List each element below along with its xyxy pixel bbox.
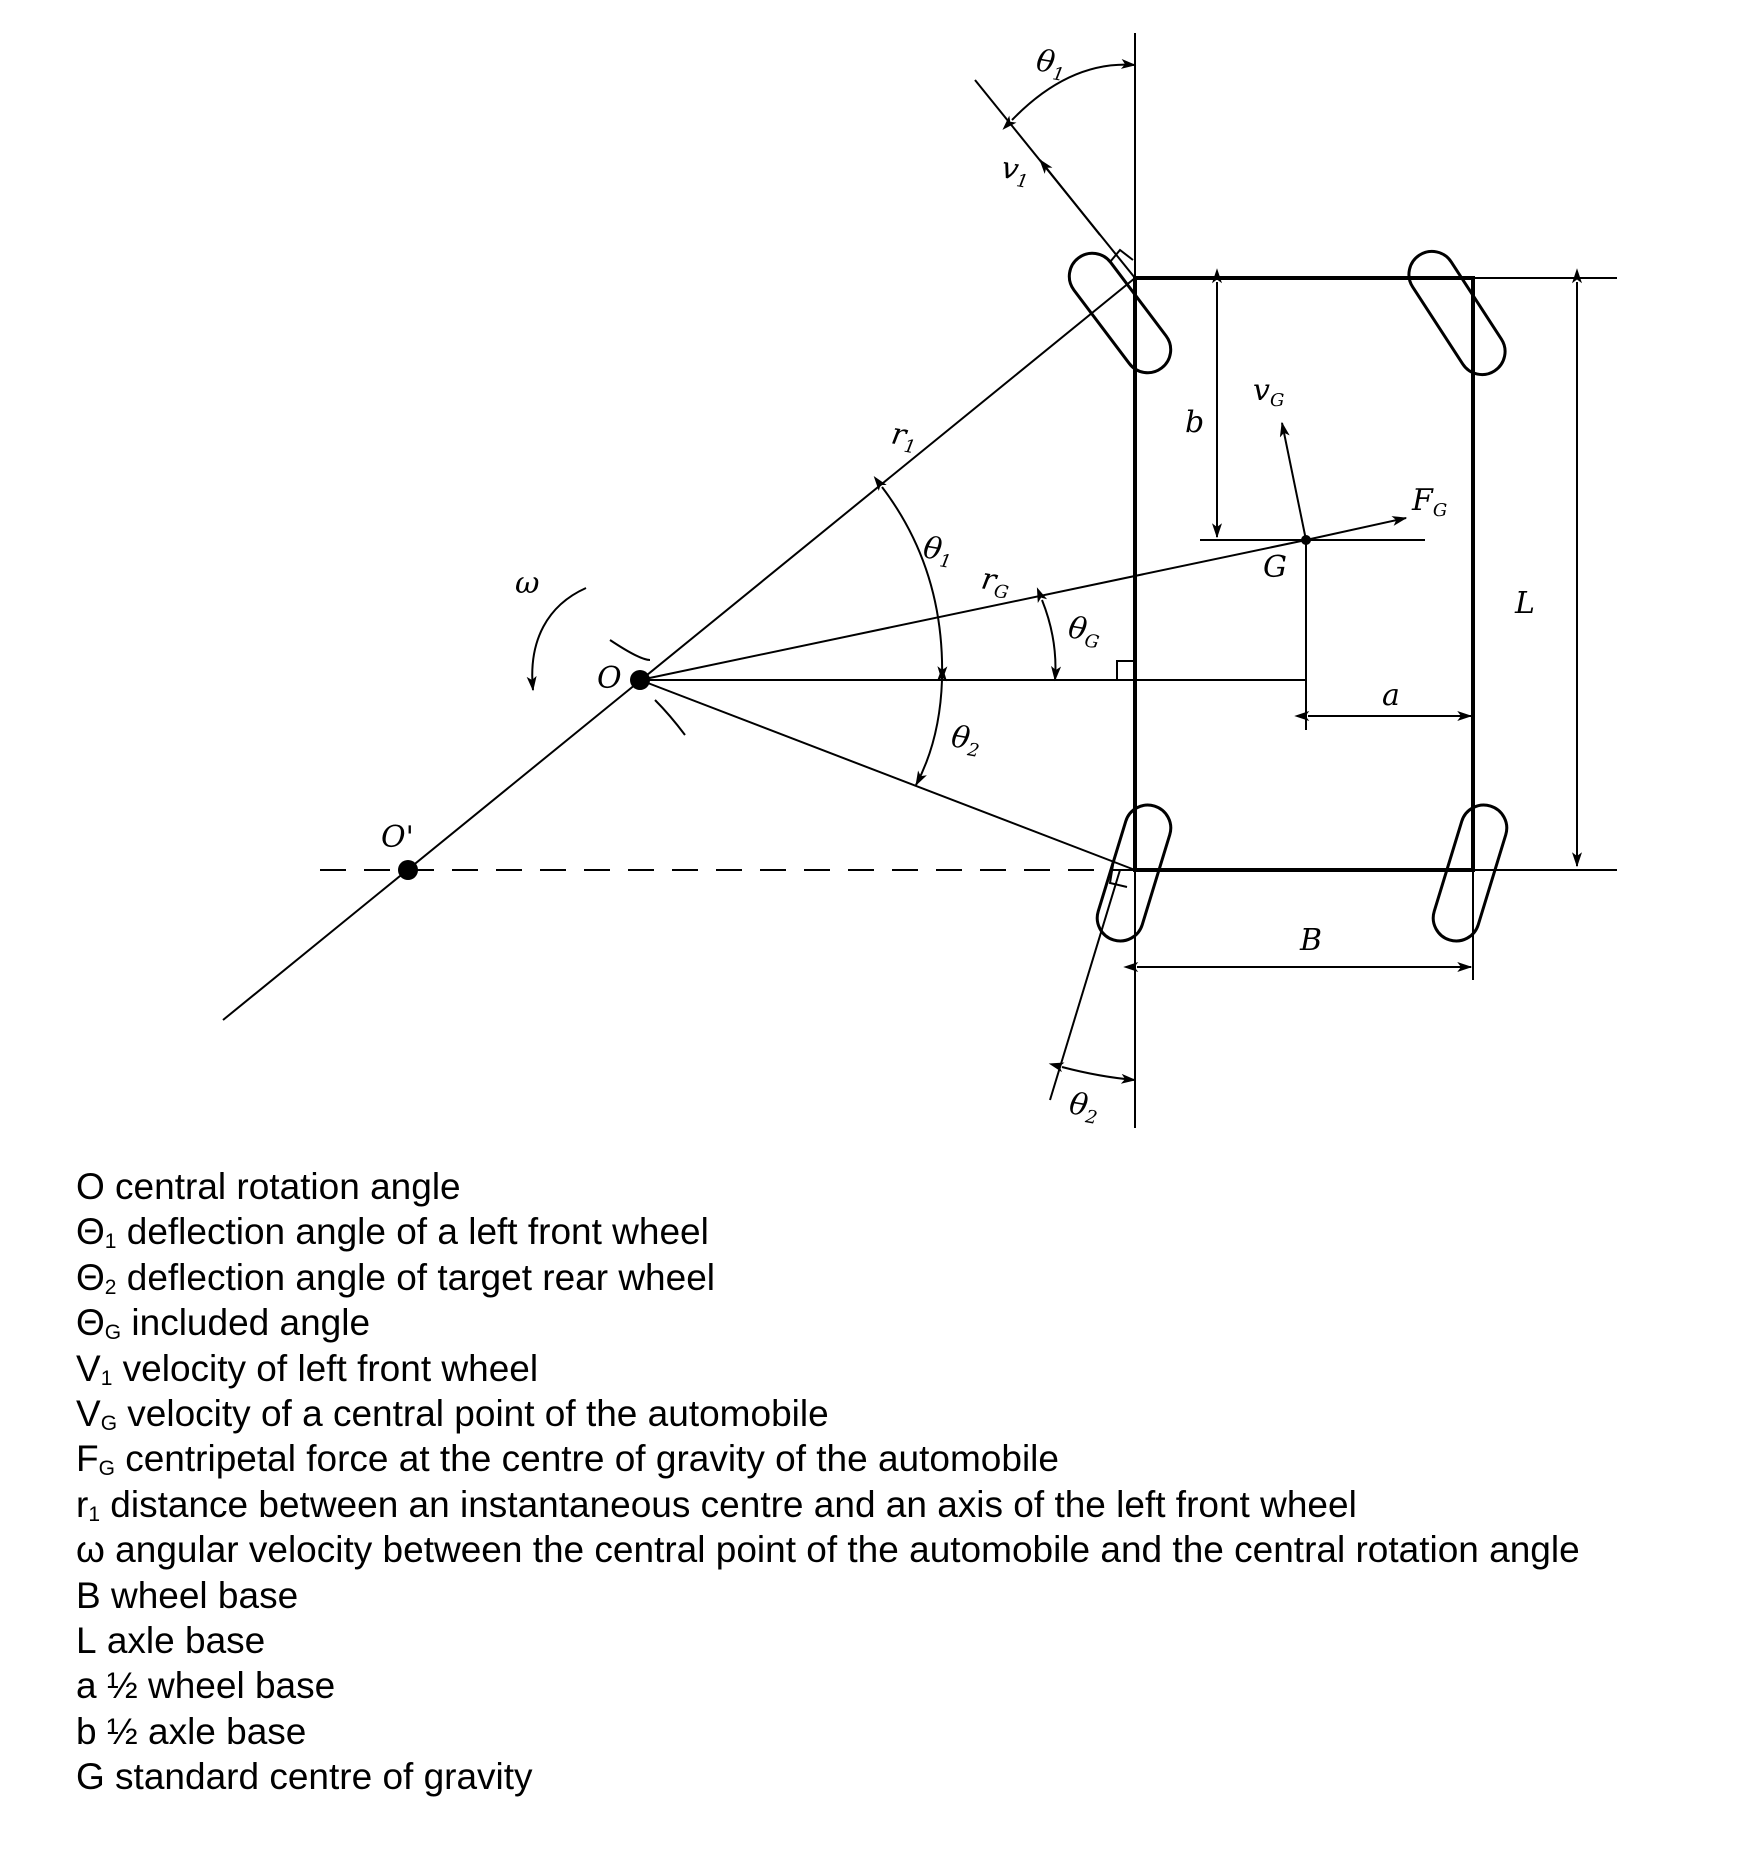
legend-symbol: FG xyxy=(76,1438,115,1479)
legend-symbol: G xyxy=(76,1756,105,1797)
legend-symbol: Θ1 xyxy=(76,1211,116,1252)
steering-geometry-diagram: θ1 v1 r1 θ1 rG θG ω O O' θ2 θ2 b vG FG G… xyxy=(0,0,1746,1150)
vehicle-body xyxy=(1135,278,1473,870)
legend-symbol: O xyxy=(76,1166,105,1207)
label-a: a xyxy=(1382,678,1400,713)
label-v1: v1 xyxy=(998,150,1033,192)
thetaG-arc xyxy=(1042,600,1055,680)
label-FG: FG xyxy=(1411,483,1447,521)
legend-item: Θ1 deflection angle of a left front whee… xyxy=(76,1209,1580,1254)
right-angle-mark-center xyxy=(1117,661,1135,680)
line-oprime-to-front-wheel xyxy=(223,278,1135,1020)
label-Oprime: O' xyxy=(381,820,414,855)
legend-item: a ½ wheel base xyxy=(76,1663,1580,1708)
legend-item: VG velocity of a central point of the au… xyxy=(76,1391,1580,1436)
wheel-front-left xyxy=(1060,244,1180,382)
legend-symbol: B xyxy=(76,1575,101,1616)
legend-item: ΘG included angle xyxy=(76,1300,1580,1345)
legend-symbol: ω xyxy=(76,1529,105,1570)
label-b: b xyxy=(1185,405,1204,440)
label-r1: r1 xyxy=(888,416,920,458)
legend-item: G standard centre of gravity xyxy=(76,1754,1580,1799)
legend-item: B wheel base xyxy=(76,1573,1580,1618)
label-L: L xyxy=(1514,586,1535,621)
legend-symbol: ΘG xyxy=(76,1302,121,1343)
label-theta2-mid: θ2 xyxy=(948,719,984,762)
legend-symbol: r1 xyxy=(76,1484,100,1525)
v1-arrow xyxy=(1040,160,1100,235)
legend-item: L axle base xyxy=(76,1618,1580,1663)
legend-symbol: a xyxy=(76,1665,97,1706)
legend-symbol: L xyxy=(76,1620,97,1661)
wheel-rear-right xyxy=(1428,799,1513,946)
legend-item: r1 distance between an instantaneous cen… xyxy=(76,1482,1580,1527)
rG-line xyxy=(640,540,1306,680)
label-omega: ω xyxy=(515,566,539,601)
theta1-top-arc xyxy=(1012,65,1135,120)
point-Oprime xyxy=(398,860,418,880)
label-rG: rG xyxy=(978,561,1013,603)
legend-symbol: VG xyxy=(76,1393,117,1434)
point-O xyxy=(630,670,650,690)
rear-wheel-velocity-line xyxy=(1050,870,1120,1100)
theta2-mid-arc xyxy=(916,680,942,785)
theta1-mid-arc xyxy=(882,487,942,680)
point-G xyxy=(1301,535,1311,545)
wheel-front-right xyxy=(1400,243,1514,384)
label-vG: vG xyxy=(1253,373,1284,411)
legend-symbol: Θ2 xyxy=(76,1257,116,1298)
label-B: B xyxy=(1299,923,1322,958)
line-O-to-rear-wheel xyxy=(640,680,1135,870)
legend-item: V1 velocity of left front wheel xyxy=(76,1346,1580,1391)
vG-arrow xyxy=(1282,423,1306,540)
FG-arrow xyxy=(1306,518,1406,540)
legend-item: ω angular velocity between the central p… xyxy=(76,1527,1580,1572)
legend-item: b ½ axle base xyxy=(76,1709,1580,1754)
legend-symbol: b xyxy=(76,1711,97,1752)
legend: O central rotation angle Θ1 deflection a… xyxy=(76,1164,1580,1800)
legend-item: O central rotation angle xyxy=(76,1164,1580,1209)
omega-arrow xyxy=(532,588,586,690)
label-G: G xyxy=(1263,550,1287,585)
label-thetaG: θG xyxy=(1065,610,1104,653)
label-O: O xyxy=(597,661,622,696)
theta2-bottom-arc xyxy=(1062,1067,1135,1080)
legend-item: Θ2 deflection angle of target rear wheel xyxy=(76,1255,1580,1300)
label-theta2-bottom: θ2 xyxy=(1066,1086,1102,1129)
legend-symbol: V1 xyxy=(76,1348,112,1389)
legend-item: FG centripetal force at the centre of gr… xyxy=(76,1436,1580,1481)
